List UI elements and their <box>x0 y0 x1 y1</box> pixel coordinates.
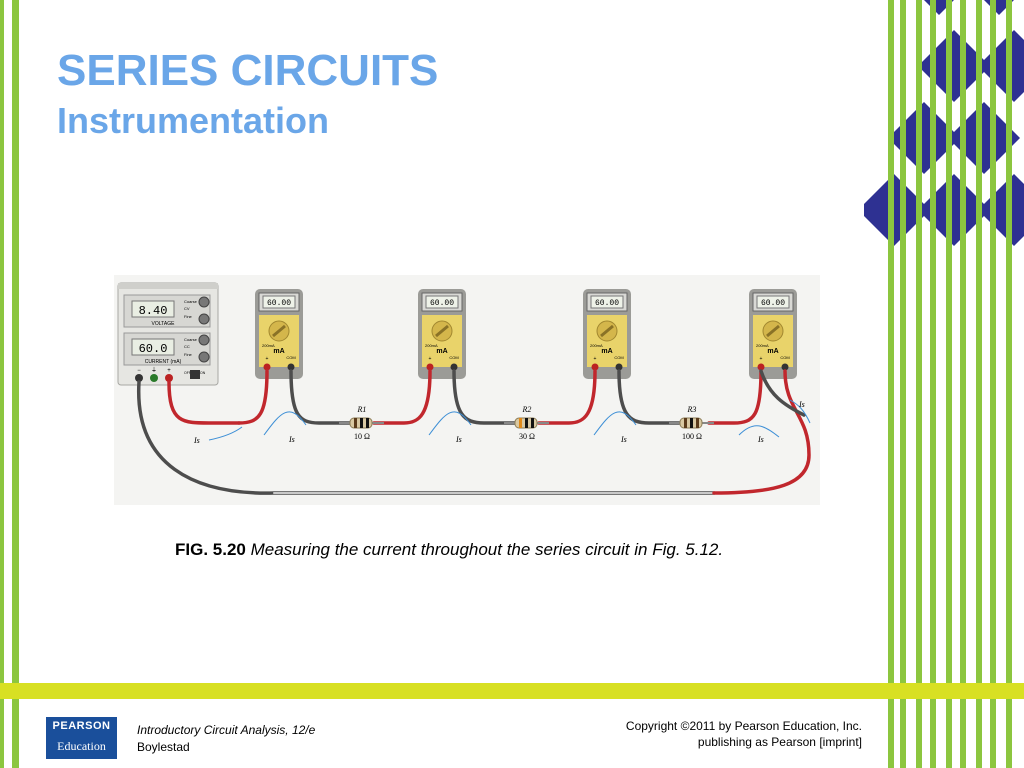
fine-knob <box>198 313 210 325</box>
meter-plus: + <box>760 356 763 362</box>
figure-background <box>114 275 820 505</box>
left-stripe <box>12 0 19 768</box>
current-label: Is <box>798 400 805 409</box>
terminal-label: ⏚ <box>151 367 157 374</box>
meter-range: 200mA <box>756 343 769 348</box>
power-supply: 8.40 VOLTAGE Coarse CV Fine 60.0 CURRENT… <box>117 282 219 386</box>
knob-label: Coarse <box>184 299 198 304</box>
power-switch <box>190 370 200 379</box>
terminal-positive <box>165 374 173 382</box>
test-leads <box>137 369 811 495</box>
slide-title: SERIES CIRCUITS <box>57 46 439 95</box>
meter-unit: mA <box>436 348 447 355</box>
meter-plus: + <box>594 356 597 362</box>
meter-unit: mA <box>601 348 612 355</box>
resistor-label: R2 <box>522 405 532 414</box>
resistor: R1 10 Ω <box>339 405 384 441</box>
meter-com: COM <box>286 355 295 360</box>
meter-range: 200mA <box>425 343 438 348</box>
current-label: Is <box>193 436 200 445</box>
logo-top-text: PEARSON <box>52 720 111 732</box>
resistor: R3 100 Ω <box>669 405 714 441</box>
return-lead-gray <box>137 380 716 495</box>
resistor-value: 100 Ω <box>682 432 702 441</box>
logo-bottom-text: Education <box>57 739 106 753</box>
resistor-value: 10 Ω <box>354 432 370 441</box>
copyright-line-2: publishing as Pearson [imprint] <box>697 735 862 749</box>
meter-display: 60.00 <box>595 299 619 308</box>
knob-label: Coarse <box>184 337 198 342</box>
switch-label: ON <box>200 371 206 375</box>
coarse-knob <box>198 296 210 308</box>
knob-label: Fine <box>184 352 193 357</box>
terminal-label: + <box>167 368 171 374</box>
meter-range: 200mA <box>262 343 275 348</box>
copyright-line-1: Copyright ©2011 by Pearson Education, In… <box>625 719 862 733</box>
resistor-label: R3 <box>687 405 697 414</box>
circuit-figure: 8.40 VOLTAGE Coarse CV Fine 60.0 CURRENT… <box>114 275 820 505</box>
meter-display: 60.00 <box>430 299 454 308</box>
fine-knob <box>198 351 210 363</box>
meter-display: 60.00 <box>267 299 291 308</box>
resistor-value: 30 Ω <box>519 432 535 441</box>
voltage-label: VOLTAGE <box>152 321 176 327</box>
book-author: Boylestad <box>137 740 190 754</box>
footer-band <box>0 683 1024 699</box>
resistor: R2 30 Ω <box>504 405 549 441</box>
multimeter: 60.00 200mA mA + COM <box>255 289 303 379</box>
meter-unit: mA <box>273 348 284 355</box>
knob-label: CV <box>184 306 190 311</box>
book-title: Introductory Circuit Analysis, 12/e <box>137 723 316 737</box>
pearson-logo: PEARSON Education <box>46 717 117 759</box>
voltage-display: 8.40 <box>139 304 168 318</box>
caption-label: FIG. 5.20 <box>175 540 246 559</box>
meter-plus: + <box>429 356 432 362</box>
current-label: Is <box>620 435 627 444</box>
terminal-label: − <box>137 368 141 374</box>
meter-unit: mA <box>767 348 778 355</box>
multimeter: 60.00 200mA mA + COM <box>749 289 797 379</box>
meter-display: 60.00 <box>761 299 785 308</box>
meter-com: COM <box>780 355 789 360</box>
meter-com: COM <box>614 355 623 360</box>
left-stripe <box>0 0 4 768</box>
figure-caption: FIG. 5.20 Measuring the current througho… <box>175 538 755 562</box>
meter-com: COM <box>449 355 458 360</box>
caption-text: Measuring the current throughout the ser… <box>250 540 724 559</box>
meter-plus: + <box>266 356 269 362</box>
current-label: Is <box>288 435 295 444</box>
coarse-knob <box>198 334 210 346</box>
switch-label: OFF <box>184 371 191 375</box>
copyright: Copyright ©2011 by Pearson Education, In… <box>626 718 862 750</box>
knob-label: CC <box>184 344 190 349</box>
multimeter: 60.00 200mA mA + COM <box>418 289 466 379</box>
current-label: CURRENT (mA) <box>145 359 182 365</box>
decorative-pattern <box>864 0 1024 768</box>
current-display: 60.0 <box>139 342 168 356</box>
terminal-negative <box>135 374 143 382</box>
current-label: Is <box>757 435 764 444</box>
slide-subtitle: Instrumentation <box>57 100 330 141</box>
resistor-label: R1 <box>357 405 367 414</box>
current-label: Is <box>455 435 462 444</box>
meter-range: 200mA <box>590 343 603 348</box>
book-info: Introductory Circuit Analysis, 12/e Boyl… <box>137 722 315 756</box>
multimeter: 60.00 200mA mA + COM <box>583 289 631 379</box>
current-arrows <box>208 399 811 441</box>
terminal-ground <box>150 374 158 382</box>
knob-label: Fine <box>184 314 193 319</box>
